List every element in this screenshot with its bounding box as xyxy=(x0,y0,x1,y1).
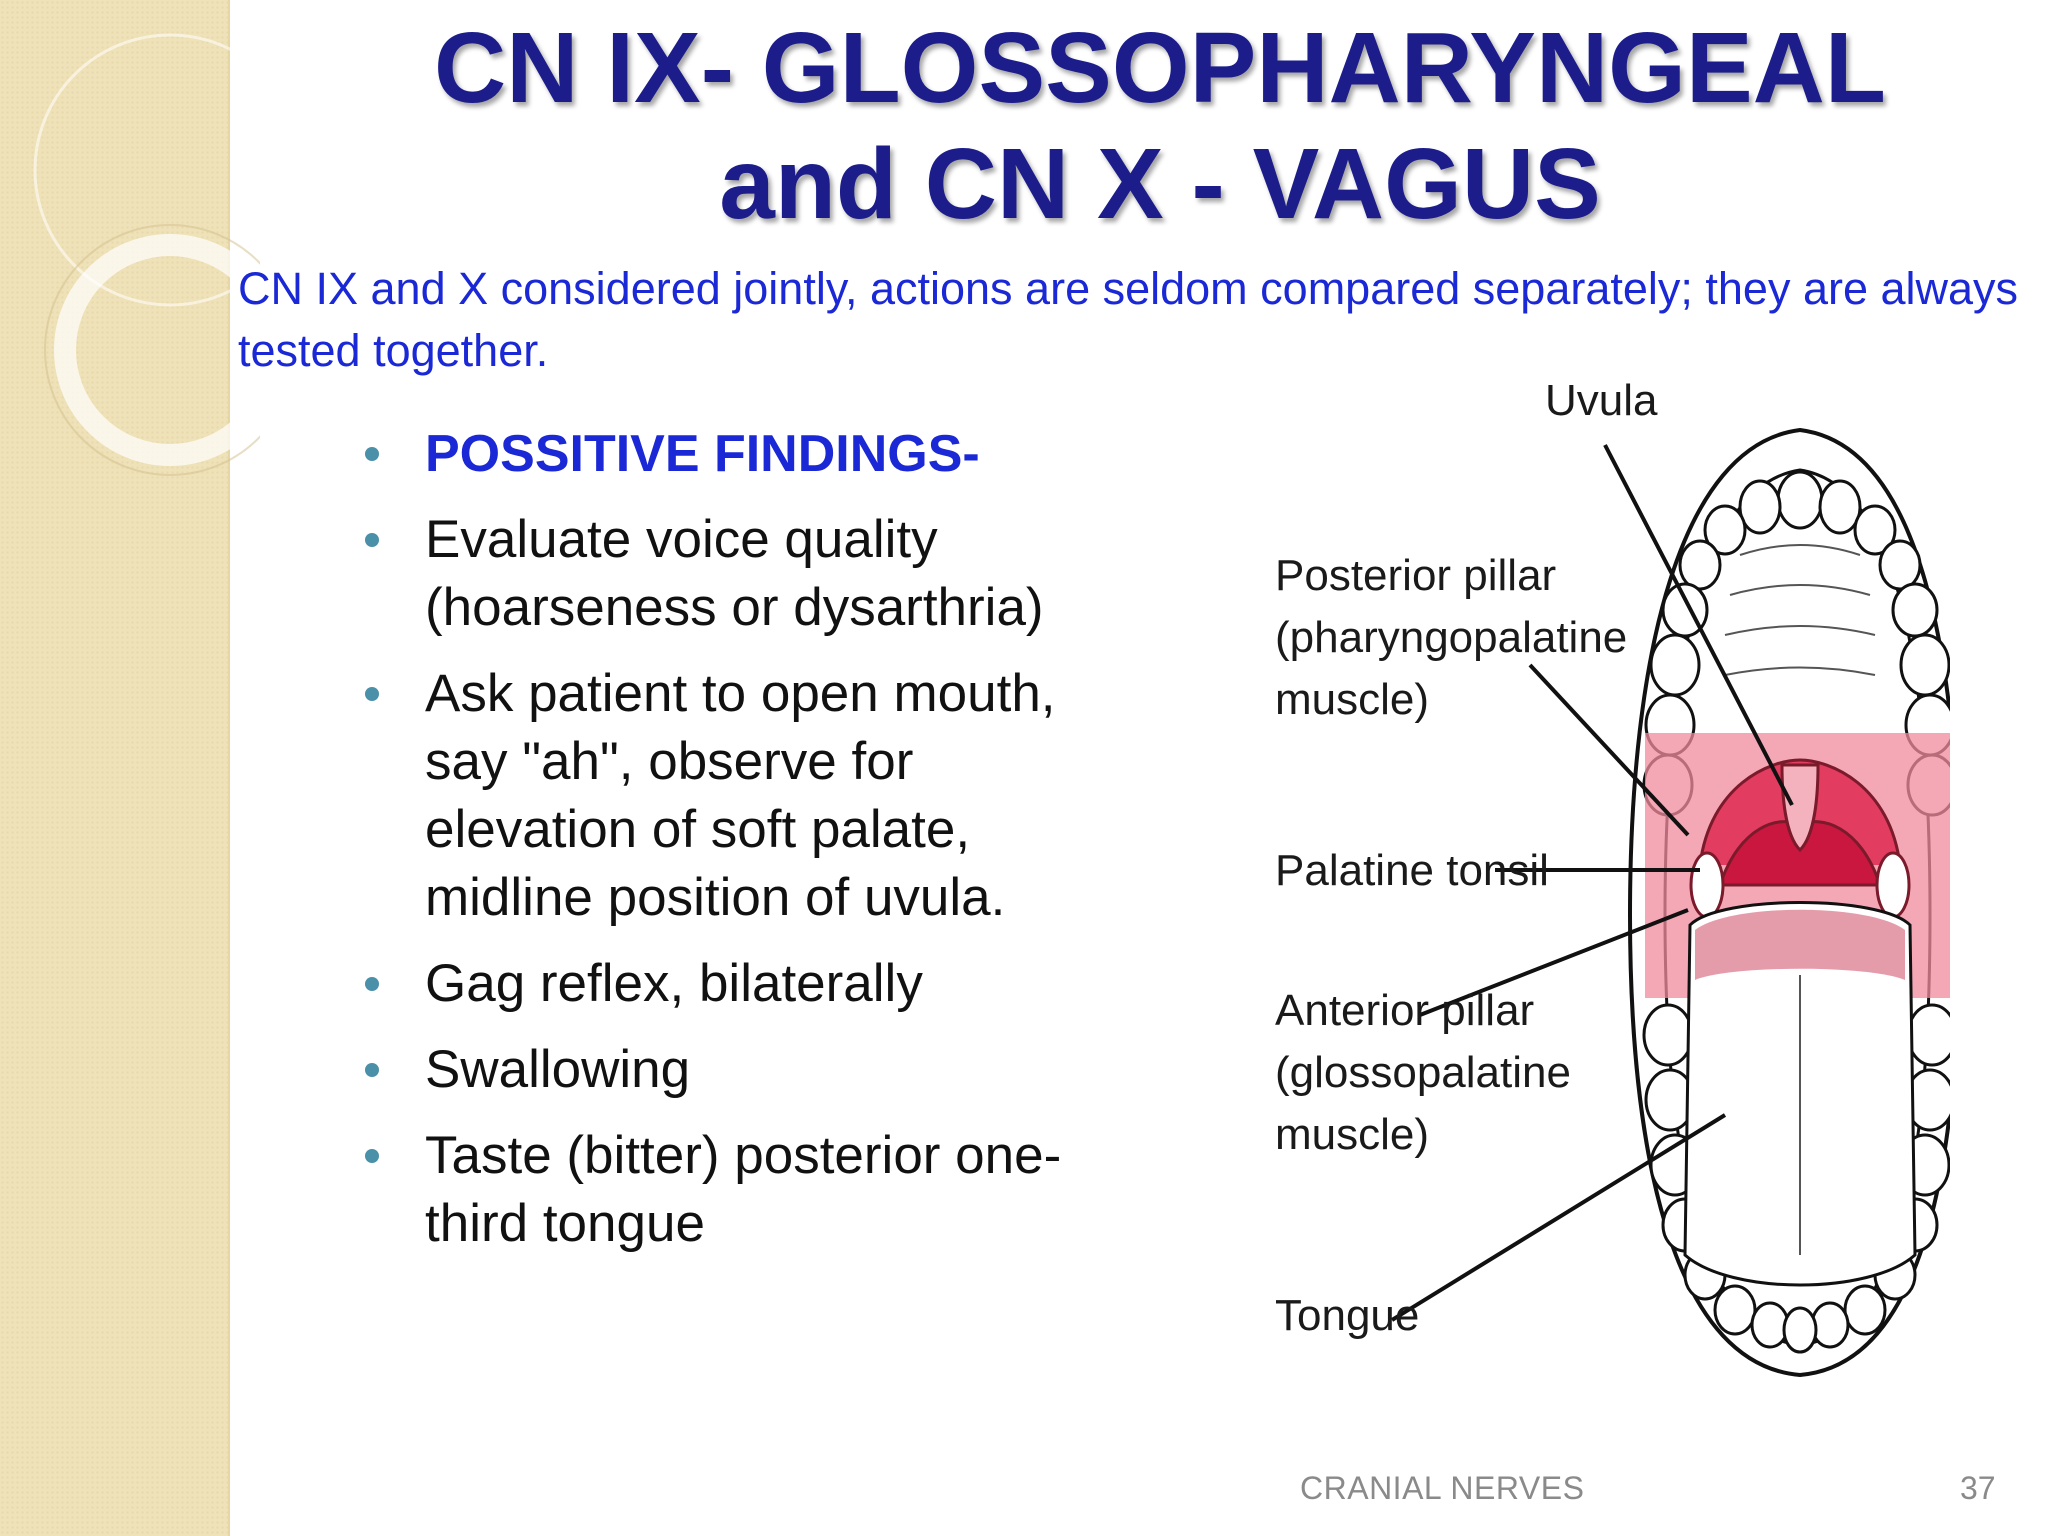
bullet-text: POSSITIVE FINDINGS- xyxy=(425,425,980,483)
footer-label: CRANIAL NERVES xyxy=(1300,1470,1585,1506)
right-tonsil xyxy=(1875,851,1911,919)
bullet-item: Gag reflex, bilaterally xyxy=(360,950,1140,1018)
mouth-diagram: Uvula Posterior pillar (pharyngopalatine… xyxy=(1275,376,1950,1378)
bullet-text: Taste (bitter) posterior one-third tongu… xyxy=(425,1126,1062,1253)
tongue-top xyxy=(1695,909,1905,980)
bullet-icon xyxy=(365,447,379,461)
bullet-item: POSSITIVE FINDINGS- xyxy=(360,420,1140,488)
bullet-item: Swallowing xyxy=(360,1036,1140,1104)
label-uvula: Uvula xyxy=(1545,376,1658,425)
title-line-2: and CN X - VAGUS xyxy=(719,128,1601,240)
label-tongue: Tongue xyxy=(1275,1291,1419,1340)
left-tonsil xyxy=(1689,851,1725,919)
pointer-lines xyxy=(1390,444,1794,1322)
bullet-text: Evaluate voice quality (hoarseness or dy… xyxy=(425,510,1044,637)
label-posterior-pillar-2: (pharyngopalatine xyxy=(1275,613,1627,662)
bullet-icon xyxy=(365,687,379,701)
bullet-item: Taste (bitter) posterior one-third tongu… xyxy=(360,1122,1140,1258)
intro-text: CN IX and X considered jointly, actions … xyxy=(238,263,2019,376)
uvula-shape xyxy=(1780,763,1820,853)
bullet-text: Ask patient to open mouth, say "ah", obs… xyxy=(425,664,1056,927)
bullet-text: Gag reflex, bilaterally xyxy=(425,954,923,1013)
slide-title: CN IX- GLOSSOPHARYNGEAL and CN X - VAGUS xyxy=(300,10,2020,242)
title-line-1: CN IX- GLOSSOPHARYNGEAL xyxy=(434,12,1886,124)
bullet-icon xyxy=(365,1063,379,1077)
bullet-icon xyxy=(365,533,379,547)
decorative-rings xyxy=(33,33,260,476)
label-posterior-pillar-3: muscle) xyxy=(1275,675,1429,724)
label-anterior-pillar-2: (glossopalatine xyxy=(1275,1048,1571,1097)
bullet-item: Evaluate voice quality (hoarseness or dy… xyxy=(360,506,1140,642)
label-anterior-pillar: Anterior pillar xyxy=(1275,986,1534,1035)
label-anterior-pillar-3: muscle) xyxy=(1275,1110,1429,1159)
label-palatine-tonsil: Palatine tonsil xyxy=(1275,846,1549,895)
bullet-list: POSSITIVE FINDINGS- Evaluate voice quali… xyxy=(360,420,1140,1276)
palate-ridges xyxy=(1724,544,1876,676)
bullet-item: Ask patient to open mouth, say "ah", obs… xyxy=(360,660,1140,932)
bullet-icon xyxy=(365,1149,379,1163)
page-number: 37 xyxy=(1960,1470,1996,1506)
label-posterior-pillar: Posterior pillar xyxy=(1275,551,1556,600)
bullet-text: Swallowing xyxy=(425,1040,691,1099)
bullet-icon xyxy=(365,977,379,991)
